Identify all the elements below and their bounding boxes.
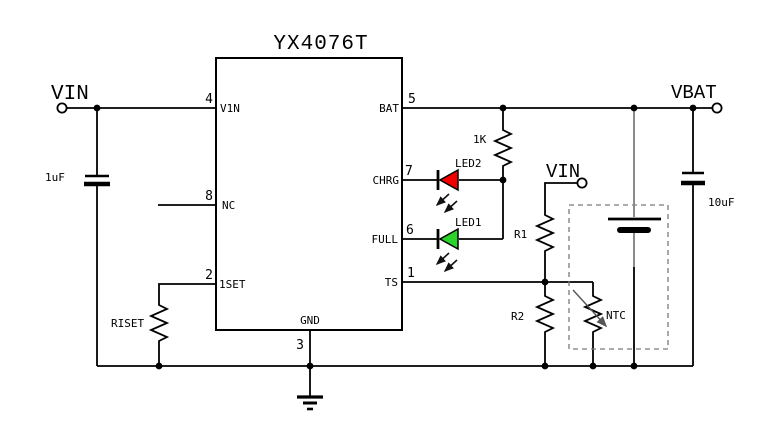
emission-arrows xyxy=(435,252,458,273)
dashed-enclosure xyxy=(568,204,669,350)
pin7-number: 7 xyxy=(405,164,413,179)
pin-iset-label: 1SET xyxy=(219,278,246,291)
resistor-zigzag xyxy=(582,282,604,366)
junction-dot xyxy=(499,176,507,184)
pin5-number: 5 xyxy=(408,92,416,107)
wires xyxy=(67,107,712,397)
led2-label: LED2 xyxy=(455,157,482,170)
led1-label: LED1 xyxy=(455,216,482,229)
pin-full-label: FULL xyxy=(372,233,399,246)
ground-symbol xyxy=(297,395,323,411)
junction-dot xyxy=(93,104,101,112)
vin-right-terminal xyxy=(576,177,588,189)
capacitor-1uf-label: 1uF xyxy=(45,171,65,184)
led-triangle xyxy=(438,168,459,192)
thermistor-ntc-label: NTC xyxy=(606,309,626,322)
thermistor-ntc: NTC xyxy=(572,282,626,366)
capacitor-1uf: 1uF xyxy=(45,171,110,187)
emission-arrow xyxy=(435,252,450,266)
ic-title: YX4076T xyxy=(273,33,368,56)
ic-body xyxy=(215,57,403,331)
pin3-number: 3 xyxy=(296,338,304,353)
junction-dot xyxy=(155,362,163,370)
resistor-zigzag xyxy=(534,182,577,282)
emission-arrow xyxy=(443,200,458,214)
pin-bat-label: BAT xyxy=(379,102,399,115)
vbat-label: VBAT xyxy=(671,82,717,104)
junction-dot xyxy=(630,362,638,370)
capacitor-10uf-label: 10uF xyxy=(708,196,735,209)
led2-red: LED2 xyxy=(435,157,482,214)
led1-green: LED1 xyxy=(435,216,482,273)
led-triangle xyxy=(438,227,459,251)
resistor-riset-label: RISET xyxy=(111,317,144,330)
emission-arrow xyxy=(435,193,450,207)
capacitor-10uf: 10uF xyxy=(681,171,735,209)
resistor-r1-label: R1 xyxy=(514,228,527,241)
resistor-1k-label: 1K xyxy=(473,133,487,146)
junction-dot xyxy=(541,278,549,286)
resistor-r1: R1 xyxy=(514,182,577,282)
pin-chrg-label: CHRG xyxy=(373,174,400,187)
resistor-zigzag xyxy=(534,282,556,366)
vin-left-terminal xyxy=(56,102,68,114)
junction-dot xyxy=(689,104,697,112)
junction-dots xyxy=(93,104,697,370)
junction-dot xyxy=(306,362,314,370)
emission-arrows xyxy=(435,193,458,214)
resistor-zigzag xyxy=(492,108,514,180)
pin8-number: 8 xyxy=(205,189,213,204)
pin-nc-label: NC xyxy=(222,199,235,212)
junction-dot xyxy=(499,104,507,112)
vin-left-label: VIN xyxy=(51,83,89,106)
pin-gnd-label: GND xyxy=(300,314,320,327)
ic: YX4076T 4 8 2 3 5 7 6 1 V1N NC 1SET GND … xyxy=(205,33,416,353)
resistor-zigzag xyxy=(148,283,216,366)
resistor-r2-label: R2 xyxy=(511,310,524,323)
junction-dot xyxy=(630,104,638,112)
pin2-number: 2 xyxy=(205,268,213,283)
terminals: VIN VBAT VIN xyxy=(51,82,723,189)
pin-ts-label: TS xyxy=(385,276,398,289)
resistor-1k: 1K xyxy=(473,108,514,180)
emission-arrow xyxy=(443,259,458,273)
vin-right-label: VIN xyxy=(546,161,580,183)
pin6-number: 6 xyxy=(406,223,414,238)
pin-v1n-label: V1N xyxy=(220,102,240,115)
thermistor-arrow xyxy=(572,289,608,328)
pin1-number: 1 xyxy=(407,266,415,281)
resistor-r2: R2 xyxy=(511,282,556,366)
junction-dot xyxy=(589,362,597,370)
vbat-terminal xyxy=(711,102,723,114)
junction-dot xyxy=(541,362,549,370)
battery-pack xyxy=(568,108,669,366)
pin4-number: 4 xyxy=(205,92,213,107)
resistor-riset: RISET xyxy=(111,283,216,366)
